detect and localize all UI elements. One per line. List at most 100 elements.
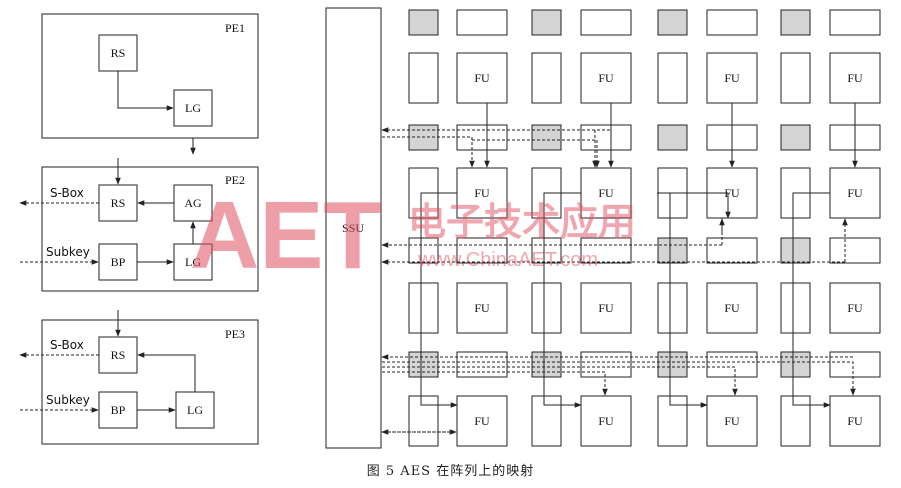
- router-cell: [829, 9, 881, 36]
- pe3-sbox-label: S-Box: [50, 338, 84, 352]
- fu-cell: [456, 52, 508, 104]
- fu-label: FU: [598, 301, 614, 315]
- fu-label: FU: [474, 414, 490, 428]
- fu-label: FU: [474, 301, 490, 315]
- ssu-to-fu-arrow: [382, 136, 475, 168]
- pe3-label: PE3: [225, 327, 245, 341]
- local-store-cell: [657, 52, 688, 104]
- fu-cell: [829, 395, 881, 447]
- fu-label: FU: [724, 301, 740, 315]
- switch-cell: [657, 351, 688, 378]
- switch-cell: [531, 9, 562, 36]
- pe2-block: PE2 RS AG BP LG S-Box Subkey: [19, 158, 259, 292]
- switch-cell: [657, 124, 688, 151]
- fu-label: FU: [847, 71, 863, 85]
- fu-cell: [580, 52, 632, 104]
- fu-label: FU: [847, 414, 863, 428]
- router-cell: [706, 351, 758, 378]
- local-store-cell: [657, 395, 688, 447]
- pe3-block: PE3 RS BP LG S-Box Subkey: [19, 310, 259, 445]
- fu-cell: [829, 52, 881, 104]
- fu-label: FU: [724, 71, 740, 85]
- switch-cell: [780, 351, 811, 378]
- switch-cell: [408, 351, 439, 378]
- pe2-ag-label: AG: [184, 196, 202, 210]
- switch-cell: [531, 124, 562, 151]
- local-store-cell: [780, 52, 811, 104]
- pe1-rs-to-lg-arrow: [117, 71, 174, 111]
- fu-label: FU: [598, 186, 614, 200]
- switch-cell: [408, 9, 439, 36]
- ssu-to-fu-arrow: [382, 366, 738, 396]
- pe2-bp-label: BP: [111, 255, 126, 269]
- pe3-lg-to-rs-arrow: [137, 352, 196, 392]
- fu-to-fu-arrow: [657, 192, 731, 219]
- watermark-chinese: 电子技术应用: [408, 200, 636, 244]
- pe3-subkey-label: Subkey: [46, 393, 90, 407]
- fu-label: FU: [474, 186, 490, 200]
- pe1-rs-box: [98, 34, 138, 72]
- local-store-cell: [408, 52, 439, 104]
- array-connections: [381, 103, 858, 435]
- ssu-to-fu-arrow: [382, 361, 856, 396]
- watermark-url: www.ChinaAET.com: [417, 249, 598, 271]
- ssu-to-fu-arrow: [382, 371, 608, 396]
- switch-cell: [780, 9, 811, 36]
- router-cell: [829, 237, 881, 264]
- fu-cell: [580, 282, 632, 334]
- pe2-label: PE2: [225, 173, 245, 187]
- pe1-block: PE1 RS LG: [41, 13, 259, 155]
- pe2-sbox-label: S-Box: [50, 186, 84, 200]
- fu-chain-arrow: [792, 192, 831, 408]
- fu-cell: [706, 282, 758, 334]
- watermark: AET 电子技术应用 www.ChinaAET.com: [190, 182, 636, 289]
- local-store-cell: [780, 282, 811, 334]
- switch-cell: [657, 9, 688, 36]
- fu-cell: [829, 167, 881, 219]
- router-cell: [580, 351, 632, 378]
- fu-cell: [456, 167, 508, 219]
- fu-label: FU: [847, 301, 863, 315]
- switch-cell: [408, 237, 439, 264]
- pe3-rs-box: [98, 336, 138, 374]
- watermark-letters: AET: [190, 182, 382, 289]
- pe2-bp-box: [98, 243, 138, 281]
- fu-cell: [580, 167, 632, 219]
- ssu-to-fu-arrow: [472, 139, 600, 168]
- fu-label: FU: [598, 71, 614, 85]
- fu-cell: [456, 395, 508, 447]
- fu-label: FU: [847, 186, 863, 200]
- pe2-ag-box: [173, 184, 213, 222]
- pe2-subkey-label: Subkey: [46, 245, 90, 259]
- fu-chain-arrow: [543, 192, 582, 408]
- local-store-cell: [531, 395, 562, 447]
- fu-cell: [580, 395, 632, 447]
- pe2-lg-label: LG: [185, 255, 201, 269]
- local-store-cell: [531, 52, 562, 104]
- pe2-rs-box: [98, 184, 138, 222]
- pe3-rs-label: RS: [111, 348, 126, 362]
- router-cell: [456, 9, 508, 36]
- pe1-lg-box: [173, 89, 213, 127]
- fu-cell: [829, 282, 881, 334]
- fu-chain-arrow: [420, 192, 458, 408]
- figure-caption: 图 5 AES 在阵列上的映射: [366, 464, 535, 479]
- local-store-cell: [657, 282, 688, 334]
- pe1-lg-label: LG: [185, 101, 201, 115]
- local-store-cell: [408, 395, 439, 447]
- switch-cell: [780, 237, 811, 264]
- switch-cell: [657, 237, 688, 264]
- pe2-rs-label: RS: [111, 196, 126, 210]
- router-cell: [456, 124, 508, 151]
- pe1-rs-label: RS: [111, 46, 126, 60]
- fu-cell: [706, 395, 758, 447]
- fu-label: FU: [474, 71, 490, 85]
- router-cell: [829, 351, 881, 378]
- local-store-cell: [408, 282, 439, 334]
- fu-label: FU: [724, 414, 740, 428]
- router-cell: [580, 9, 632, 36]
- pe3-lg-label: LG: [187, 403, 203, 417]
- pe3-bp-box: [98, 391, 138, 429]
